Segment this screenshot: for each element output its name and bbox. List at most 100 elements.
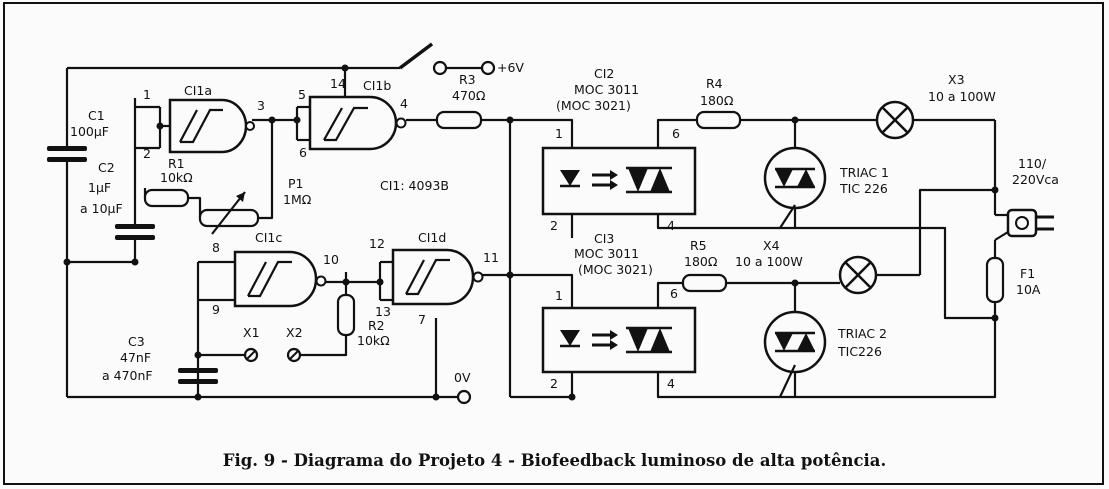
electrode-x1[interactable]: [243, 347, 259, 363]
positive-terminal: [480, 60, 496, 76]
ci2-pin2: 2: [550, 218, 558, 233]
c2-value: 1µF: [88, 180, 111, 195]
r5-name: R5: [690, 238, 707, 253]
gate-a-pin3: 3: [257, 98, 265, 113]
triac1-part: TIC 226: [839, 181, 888, 196]
fuse-f1: [985, 256, 1005, 304]
ground-label: 0V: [454, 370, 471, 385]
p1-value: 1MΩ: [283, 192, 312, 207]
figure-caption: Fig. 9 - Diagrama do Projeto 4 - Biofeed…: [222, 451, 887, 470]
fuse-value: 10A: [1016, 282, 1041, 297]
c1-value: 100µF: [70, 124, 109, 139]
junction-dots: [63, 64, 999, 401]
gate-c-pin8: 8: [212, 240, 220, 255]
ci3-pin4: 4: [667, 376, 675, 391]
triac1-name: TRIAC 1: [839, 165, 889, 180]
gate-ci1b: [308, 95, 407, 151]
r1-value: 10kΩ: [160, 170, 193, 185]
capacitor-c1: [47, 146, 87, 162]
x4-name: X4: [763, 238, 780, 253]
lamp-x3: [875, 100, 915, 140]
ic-note: CI1: 4093B: [380, 178, 449, 193]
resistor-r5: [681, 273, 728, 293]
gate-a-pin2: 2: [143, 146, 151, 161]
positive-supply-label: +6V: [497, 60, 524, 75]
gate-d-name: CI1d: [418, 230, 446, 245]
ci3-name: CI3: [594, 231, 614, 246]
resistor-r4: [695, 110, 742, 130]
capacitor-c3: [178, 368, 218, 384]
ci3-pin6: 6: [670, 286, 678, 301]
ci2-alt: (MOC 3021): [556, 98, 631, 113]
r4-value: 180Ω: [700, 93, 734, 108]
gate-c-pin9: 9: [212, 302, 220, 317]
r3-name: R3: [459, 72, 476, 87]
optocoupler-ci2: [541, 146, 697, 216]
gate-d-pin11: 11: [483, 250, 499, 265]
optocoupler-ci3: [541, 306, 697, 374]
mains-line2: 220Vca: [1012, 172, 1059, 187]
triac2-name: TRIAC 2: [837, 326, 887, 341]
r1-name: R1: [168, 156, 185, 171]
ci2-pin6: 6: [672, 126, 680, 141]
x1-label: X1: [243, 325, 260, 340]
c2-name: C2: [98, 160, 115, 175]
c3-value: 47nF: [120, 350, 151, 365]
gate-c-name: CI1c: [255, 230, 282, 245]
ground-terminal: [456, 389, 472, 405]
gate-ci1d: [391, 248, 484, 306]
potentiometer-p1-body: [198, 208, 260, 228]
c3-name: C3: [128, 334, 145, 349]
p1-name: P1: [288, 176, 304, 191]
ci2-name: CI2: [594, 66, 614, 81]
triac-1-symbol: [763, 146, 827, 210]
gate-a-pin1: 1: [143, 87, 151, 102]
x4-value: 10 a 100W: [735, 254, 803, 269]
resistor-r1: [143, 188, 190, 208]
gate-d-pin13: 13: [375, 304, 391, 319]
ci3-alt: (MOC 3021): [578, 262, 653, 277]
gate-a-name: CI1a: [184, 83, 212, 98]
r5-value: 180Ω: [684, 254, 718, 269]
x3-value: 10 a 100W: [928, 89, 996, 104]
fuse-name: F1: [1020, 266, 1035, 281]
resistor-r3: [435, 110, 483, 130]
x2-label: X2: [286, 325, 303, 340]
electrode-x2[interactable]: [286, 347, 302, 363]
figure-frame: [3, 2, 1104, 485]
gate-b-pin5: 5: [298, 87, 306, 102]
ci3-part: MOC 3011: [574, 246, 639, 261]
wires: [65, 43, 997, 399]
gate-b-name: CI1b: [363, 78, 391, 93]
gate-b-pin6: 6: [299, 145, 307, 160]
r4-name: R4: [706, 76, 723, 91]
c1-name: C1: [88, 108, 105, 123]
triac-2-symbol: [763, 310, 827, 374]
c3-value2: a 470nF: [102, 368, 153, 383]
gate-ci1a: [168, 98, 255, 154]
triac2-part: TIC226: [837, 344, 882, 359]
mains-line1: 110/: [1018, 156, 1047, 171]
r2-name: R2: [368, 318, 385, 333]
lamp-x4: [838, 255, 878, 295]
switch-lever[interactable]: [398, 42, 434, 70]
ci2-pin4: 4: [667, 218, 675, 233]
ci2-part: MOC 3011: [574, 82, 639, 97]
ci3-pin2: 2: [550, 376, 558, 391]
x3-name: X3: [948, 72, 965, 87]
gate-c-pin10: 10: [323, 252, 339, 267]
gate-d-pin7: 7: [418, 312, 426, 327]
switch-terminal: [432, 60, 448, 76]
r2-value: 10kΩ: [357, 333, 390, 348]
c2-value2: a 10µF: [80, 201, 123, 216]
ci3-pin1: 1: [555, 288, 563, 303]
gate-d-pin12: 12: [369, 236, 385, 251]
gate-b-pin14: 14: [330, 76, 346, 91]
capacitor-c2: [115, 224, 155, 240]
gate-ci1c: [233, 250, 327, 308]
ci2-pin1: 1: [555, 126, 563, 141]
resistor-r2: [336, 293, 356, 337]
r3-value: 470Ω: [452, 88, 486, 103]
gate-b-pin4: 4: [400, 96, 408, 111]
